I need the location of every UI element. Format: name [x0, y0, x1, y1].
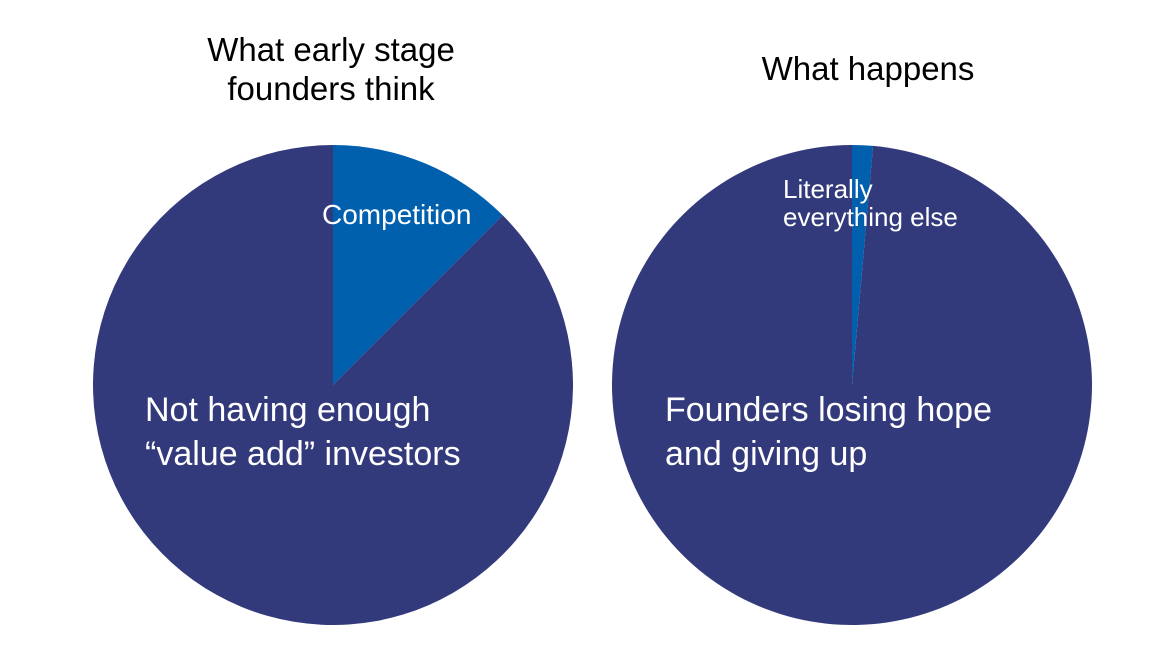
slice-label-competition-text: Competition: [322, 199, 472, 230]
slice-label-everything-else-line2: everything else: [783, 202, 958, 232]
slice-label-losing-hope-line2: and giving up: [665, 435, 868, 473]
pie-slice-1: [93, 145, 573, 625]
chart-title-left-line1: What early stage: [207, 31, 455, 68]
slice-label-competition: Competition: [322, 199, 471, 231]
pie-slice-1: [612, 145, 1092, 625]
chart-title-right-line1: What happens: [761, 50, 975, 87]
chart-title-left-line2: founders think: [227, 70, 435, 107]
slice-label-losing-hope: Founders losing hope and giving up: [665, 388, 992, 476]
chart-title-right: What happens: [653, 49, 1083, 88]
slice-label-everything-else: Literally everything else: [783, 175, 958, 231]
slice-label-value-add-investors: Not having enough “value add” investors: [145, 388, 461, 476]
chart-title-left: What early stage founders think: [116, 30, 546, 108]
pie-chart-founders-think: [93, 145, 573, 625]
pie-chart-what-happens: [612, 145, 1092, 625]
pie-slice-0: [333, 145, 503, 385]
slice-label-losing-hope-line1: Founders losing hope: [665, 391, 993, 429]
slice-label-value-add-line1: Not having enough: [145, 391, 431, 429]
slice-label-value-add-line2: “value add” investors: [145, 435, 461, 473]
pie-slice-0: [852, 145, 874, 385]
slice-label-everything-else-line1: Literally: [783, 174, 873, 204]
